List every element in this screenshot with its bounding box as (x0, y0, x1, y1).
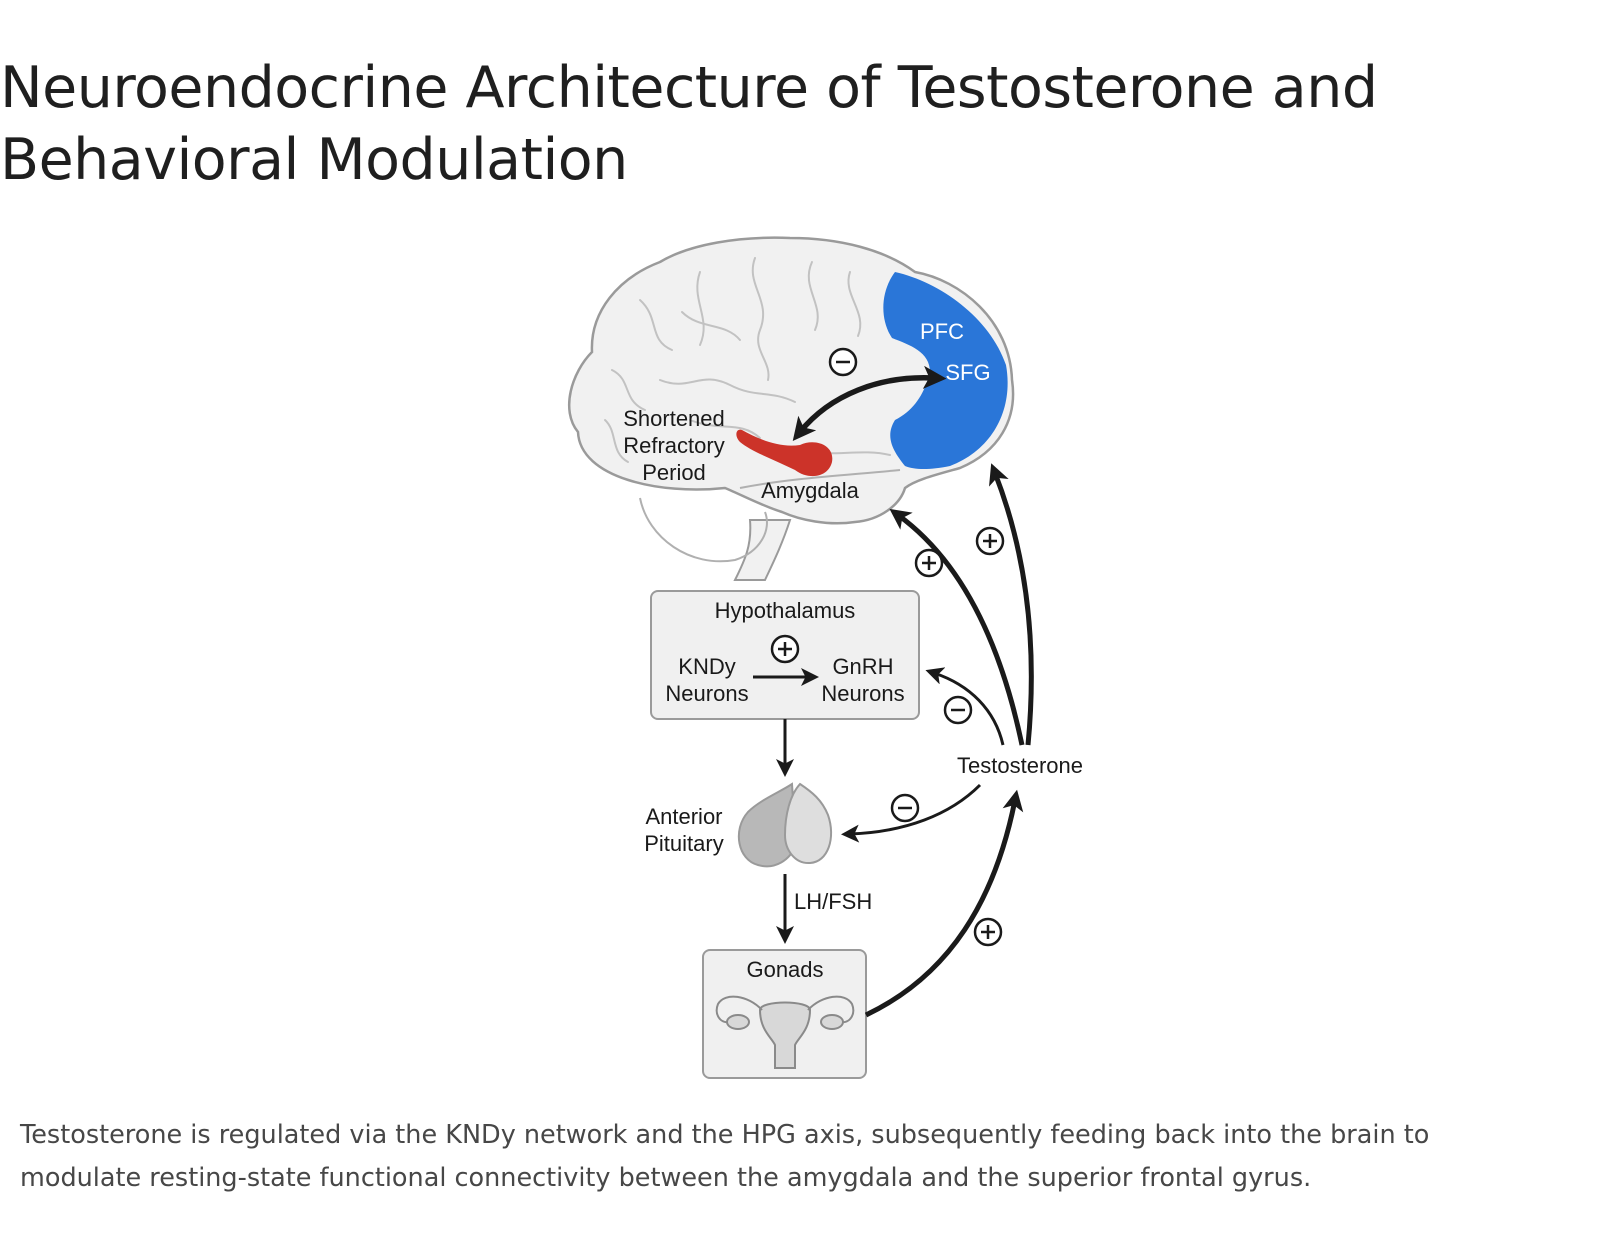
amygdala-pfc-connectivity-arrow (792, 365, 947, 441)
pfc-label: PFC (920, 319, 964, 344)
lh-fsh-label: LH/FSH (794, 889, 872, 914)
kndy-label-line2: Neurons (665, 681, 748, 706)
plus-sign-icon (973, 917, 1003, 947)
amygdala-label: Amygdala (761, 478, 860, 503)
gonads-label: Gonads (746, 957, 823, 982)
plus-sign-icon (914, 548, 944, 578)
hypothalamus-title: Hypothalamus (715, 598, 856, 623)
refractory-label-line1: Shortened (623, 406, 725, 431)
brain-gyri (604, 257, 891, 463)
reproductive-organ-icon (715, 995, 855, 1069)
amygdala-region (736, 429, 833, 477)
brain-illustration: PFC SFG Amygdala Shortened Refractory Pe… (568, 236, 1015, 581)
temporal-lobe-line (739, 469, 901, 489)
page-title: Neuroendocrine Architecture of Testoster… (0, 55, 1378, 193)
testosterone-hypothalamus-feedback-arrow (925, 667, 1005, 746)
brain-stem (733, 519, 792, 581)
figure-caption: Testosterone is regulated via the KNDy n… (20, 1120, 1430, 1193)
plus-sign-icon (975, 526, 1005, 556)
hypothalamus-box: Hypothalamus KNDy Neurons GnRH Neurons (650, 590, 920, 720)
gnrh-label-line2: Neurons (821, 681, 904, 706)
pituitary-gland-icon (738, 782, 833, 868)
minus-sign-icon (890, 793, 920, 823)
testosterone-pfc-arrow (989, 463, 1034, 746)
testosterone-amygdala-arrow (889, 508, 1025, 746)
gnrh-label-line1: GnRH (832, 654, 893, 679)
pituitary-label-line1: Anterior (645, 804, 722, 829)
testosterone-pituitary-feedback-arrow (841, 783, 982, 843)
minus-sign-icon (943, 695, 973, 725)
cerebellum (639, 497, 768, 563)
plus-sign-icon (770, 634, 800, 664)
minus-sign-icon (828, 347, 858, 377)
gonads-box: Gonads (702, 949, 867, 1079)
pituitary-label-line2: Pituitary (644, 831, 723, 856)
refractory-label-line3: Period (642, 460, 706, 485)
testosterone-label: Testosterone (957, 753, 1083, 778)
sfg-label: SFG (945, 360, 990, 385)
refractory-label-line2: Refractory (623, 433, 724, 458)
kndy-label-line1: KNDy (678, 654, 735, 679)
gonads-testosterone-arrow (864, 789, 1024, 1018)
